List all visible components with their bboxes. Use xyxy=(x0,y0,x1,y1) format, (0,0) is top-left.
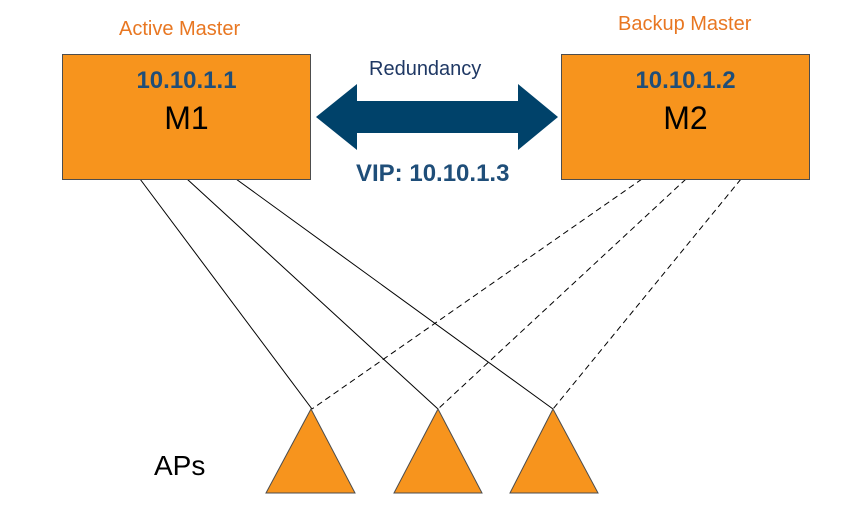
link-m2-ap1 xyxy=(311,178,643,410)
vip-label: VIP: 10.10.1.3 xyxy=(356,160,510,187)
redundancy-arrow xyxy=(316,84,558,150)
node-ip: 10.10.1.1 xyxy=(136,67,237,94)
ap-triangle-3 xyxy=(509,407,599,494)
node-ip: 10.10.1.2 xyxy=(635,67,736,94)
redundancy-label: Redundancy xyxy=(369,58,482,80)
link-m1-ap1 xyxy=(139,178,313,410)
ap-triangle-1 xyxy=(265,407,356,494)
link-m2-ap3 xyxy=(552,178,742,410)
node-name: M1 xyxy=(164,100,209,136)
ap-triangle-2 xyxy=(393,407,483,494)
backup-master-label: Backup Master xyxy=(618,13,752,35)
active-master-label: Active Master xyxy=(119,18,241,40)
link-m1-ap2 xyxy=(186,178,439,410)
link-m1-ap3 xyxy=(235,178,554,410)
master-node-m1: 10.10.1.1 M1 xyxy=(62,54,311,180)
aps-label: APs xyxy=(154,450,206,481)
link-m2-ap2 xyxy=(437,178,687,410)
node-name: M2 xyxy=(663,100,708,136)
master-node-m2: 10.10.1.2 M2 xyxy=(561,54,810,180)
